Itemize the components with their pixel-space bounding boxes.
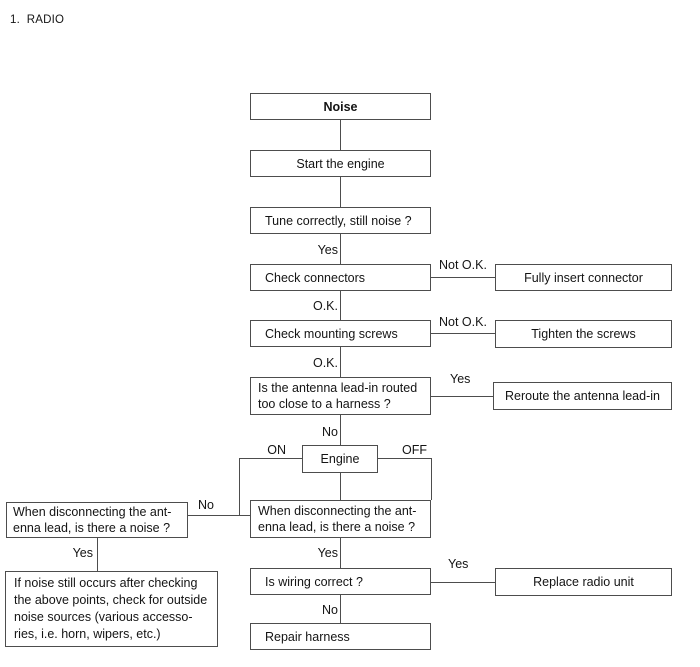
label-notok-screws: Not O.K. [439,315,487,329]
node-fully-insert-connector: Fully insert connector [495,264,672,291]
label-no-antenna: No [322,425,338,439]
connector-tune-connectors [340,234,341,264]
connector-yes-replace [431,582,495,583]
label-ok-screws: O.K. [312,356,338,370]
connector-yes-reroute [431,396,493,397]
connector-antenna-engine [340,415,341,445]
node-start-engine: Start the engine [250,150,431,177]
node-disconnect-antenna-left: When disconnecting the ant- enna lead, i… [6,502,188,538]
page-title: 1. RADIO [10,14,65,26]
label-engine-on: ON [267,443,286,457]
node-engine: Engine [302,445,378,473]
node-replace-radio-unit: Replace radio unit [495,568,672,596]
connector-notok-fully-insert [431,277,495,278]
node-noise: Noise [250,93,431,120]
node-is-wiring-correct: Is wiring correct ? [250,568,431,595]
node-repair-harness: Repair harness [250,623,431,650]
label-yes-disconnect-left: Yes [72,546,93,560]
connector-wiring-repair [340,595,341,623]
node-antenna-routed: Is the antenna lead-in routed too close … [250,377,431,415]
label-notok-connectors: Not O.K. [439,258,487,272]
connector-engine-on-vertical [239,458,240,516]
connector-disconnect-left-yes [97,538,98,571]
connector-disconnect-no-left [188,515,250,516]
node-tune-correctly: Tune correctly, still noise ? [250,207,431,234]
node-tighten-screws: Tighten the screws [495,320,672,348]
label-yes-disconnect-center: Yes [317,546,338,560]
connector-connectors-screws [340,291,341,320]
connector-start-tune [340,177,341,207]
node-disconnect-antenna-center: When disconnecting the ant- enna lead, i… [250,500,431,538]
connector-notok-tighten [431,333,495,334]
label-no-disconnect: No [198,498,214,512]
node-check-connectors: Check connectors [250,264,431,291]
label-no-wiring: No [322,603,338,617]
node-check-mounting-screws: Check mounting screws [250,320,431,347]
node-reroute-antenna: Reroute the antenna lead-in [493,382,672,410]
connector-engine-off-horizontal [378,458,431,459]
label-ok-connectors: O.K. [312,299,338,313]
connector-engine-off-vertical [431,458,432,500]
label-yes-antenna: Yes [450,372,471,386]
node-outside-noise-sources: If noise still occurs after checking the… [5,571,218,647]
label-engine-off: OFF [402,443,427,457]
connector-engine-disconnect [340,473,341,500]
connector-noise-start [340,120,341,150]
connector-disconnect-wiring [340,538,341,568]
connector-screws-antenna [340,347,341,377]
label-yes-tune: Yes [317,243,338,257]
connector-engine-on-horizontal [239,458,302,459]
label-yes-wiring: Yes [448,557,469,571]
